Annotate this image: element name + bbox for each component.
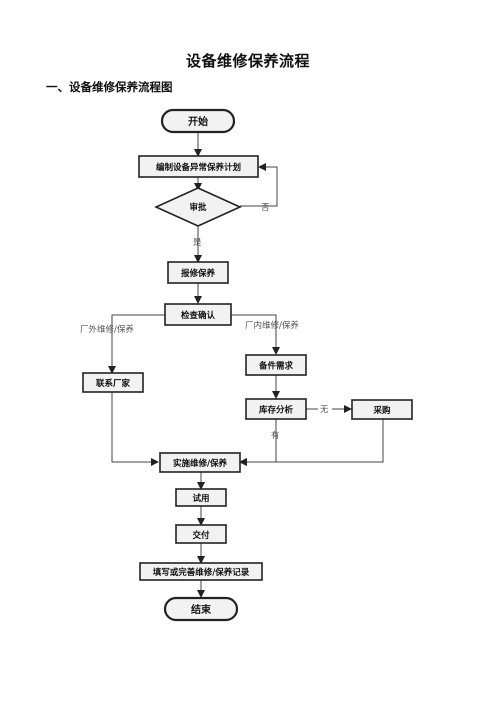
- label-yes: 是: [193, 238, 202, 248]
- node-contact: 联系厂家: [82, 372, 144, 393]
- node-record: 填写或完善维修/保养记录: [139, 562, 263, 581]
- node-parts-label: 备件需求: [258, 361, 294, 372]
- node-check: 检查确认: [164, 303, 232, 326]
- section-heading: 一、设备维修保养流程图: [46, 80, 173, 94]
- node-stock-label: 库存分析: [259, 405, 294, 416]
- node-plan: 编制设备异常保养计划: [138, 155, 259, 178]
- node-approve-decision: 审批: [154, 187, 242, 227]
- node-parts: 备件需求: [245, 354, 307, 376]
- node-report-label: 报修保养: [181, 268, 216, 279]
- node-execute-label: 实施维修/保养: [173, 458, 228, 469]
- node-stock: 库存分析: [245, 398, 307, 420]
- node-record-label: 填写或完善维修/保养记录: [153, 567, 250, 578]
- node-check-label: 检查确认: [181, 310, 216, 321]
- node-contact-label: 联系厂家: [96, 378, 131, 389]
- node-end: 结束: [163, 596, 239, 622]
- label-external: 厂外维修/保养: [80, 324, 134, 335]
- node-start-label: 开始: [188, 115, 208, 128]
- node-plan-label: 编制设备异常保养计划: [156, 162, 241, 173]
- label-have: 有: [271, 430, 280, 441]
- label-no: 否: [261, 203, 270, 213]
- node-execute: 实施维修/保养: [159, 452, 241, 473]
- node-trial-label: 试用: [192, 493, 209, 504]
- label-internal: 厂内维修/保养: [245, 320, 299, 331]
- node-deliver: 交付: [175, 524, 227, 544]
- node-start: 开始: [160, 108, 236, 134]
- node-approve-label: 审批: [189, 202, 207, 213]
- node-end-label: 结束: [191, 603, 212, 616]
- node-deliver-label: 交付: [192, 530, 210, 541]
- node-report: 报修保养: [167, 261, 229, 284]
- node-purchase: 采购: [351, 399, 413, 420]
- page-title: 设备维修保养流程: [185, 52, 310, 70]
- node-purchase-label: 采购: [372, 405, 391, 416]
- node-trial: 试用: [175, 488, 227, 507]
- label-none: 无: [320, 405, 329, 415]
